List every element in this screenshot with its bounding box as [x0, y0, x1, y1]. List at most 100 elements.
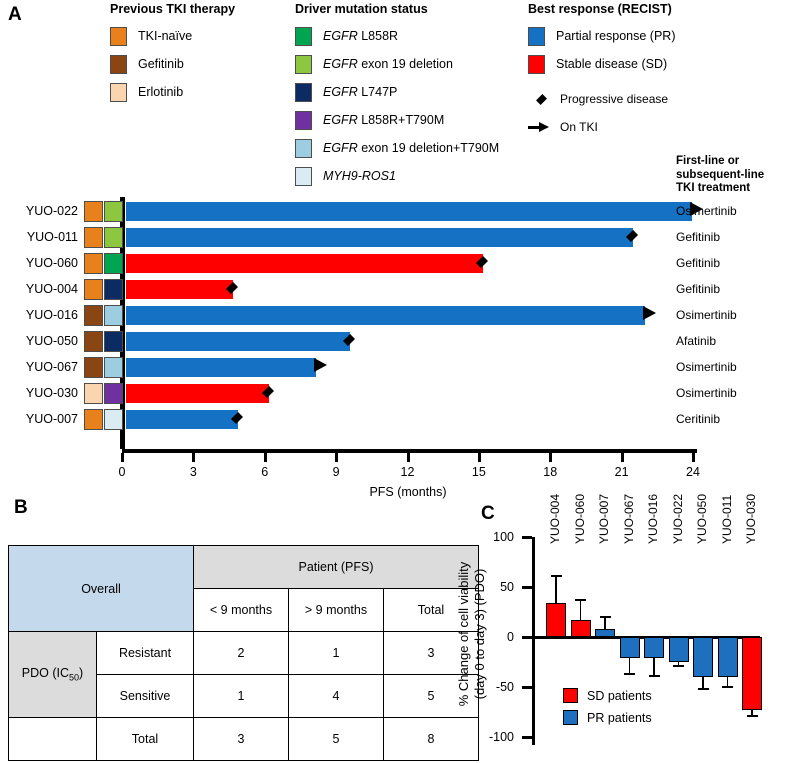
chart-category-label: YUO-007 [597, 493, 611, 544]
contingency-table-wrap: Overall Patient (PFS) < 9 months > 9 mon… [8, 545, 479, 761]
error-bar-cap [599, 616, 611, 618]
error-bar-cap [648, 675, 660, 677]
driver-mutation-swatch [104, 409, 123, 430]
legend-item-label: Gefitinib [138, 57, 184, 71]
x-tick-label: 24 [686, 465, 700, 479]
tki-treatment-label: Osimertinib [676, 386, 737, 400]
patient-id-label: YUO-030 [25, 386, 78, 400]
table-cell-2-2: 8 [383, 717, 479, 761]
color-swatch [295, 110, 312, 130]
table-cell-blank [8, 717, 97, 761]
error-bar [751, 710, 753, 715]
driver-mutation-swatch [104, 279, 123, 300]
legend-marker: On TKI [528, 117, 676, 137]
legend-marker: Progressive disease [528, 89, 676, 109]
table-cell-group-header: Patient (PFS) [193, 545, 479, 589]
previous-tki-swatch [84, 383, 103, 404]
patient-id-label: YUO-016 [25, 308, 78, 322]
x-tick-label: 18 [543, 465, 558, 479]
arrow-right-icon [528, 122, 550, 132]
legend-item-label: Erlotinib [138, 85, 184, 99]
driver-mutation-swatch [104, 383, 123, 404]
pfs-bar [126, 384, 269, 403]
x-tick-label: 3 [189, 465, 197, 479]
y-label-line-1: % Change of cell viability [456, 561, 471, 707]
table-row: Total 3 5 8 [8, 717, 479, 761]
tki-treatment-label: Afatinib [676, 334, 717, 348]
on-tki-arrow-icon [314, 358, 328, 372]
color-swatch [528, 26, 545, 46]
x-tick [335, 453, 339, 462]
pfs-bar [126, 332, 350, 351]
previous-tki-swatch [84, 253, 103, 274]
table-col-header-1: > 9 months [288, 588, 384, 632]
table-row: Sensitive 1 4 5 [9, 674, 479, 718]
chart-category-label: YUO-011 [719, 494, 734, 544]
patient-id-label: YUO-007 [25, 412, 78, 426]
legend-marker-label: Progressive disease [560, 92, 669, 106]
patient-id-label: YUO-022 [25, 204, 78, 218]
previous-tki-swatch [84, 279, 103, 300]
chart-legend-item: SD patients [563, 688, 652, 703]
legend-markers: Progressive disease On TKI [528, 89, 676, 137]
pfs-bar [126, 280, 234, 299]
legend-item-driver: EGFR L858R+T790M [295, 109, 499, 131]
table-cell-1-0: 1 [193, 674, 289, 718]
table-cell-0-2: 3 [383, 631, 479, 675]
legend-item-driver: EGFR L858R [295, 25, 499, 47]
chart-bar [546, 603, 566, 637]
legend-item-label: EGFR L747P [323, 85, 398, 99]
tki-treatment-label: Gefitinib [676, 230, 721, 244]
error-bar-cap [673, 665, 684, 667]
tki-treatment-label: Gefitinib [676, 282, 721, 296]
y-tick [522, 736, 532, 739]
table-cell-0-1: 1 [288, 631, 384, 675]
color-swatch [295, 138, 312, 158]
y-tick-label: 0 [507, 630, 514, 644]
patient-id-label: YUO-050 [25, 334, 78, 348]
table-col-header-0: < 9 months [193, 588, 289, 632]
error-bar [653, 658, 655, 675]
error-bar-cap [746, 715, 758, 717]
legend-previous-tki-title: Previous TKI therapy [110, 2, 236, 16]
chart-bar [619, 637, 640, 658]
legend-item-response: Partial response (PR) [528, 25, 676, 47]
color-swatch [295, 26, 312, 46]
legend-item-label: MYH9-ROS1 [323, 169, 396, 183]
driver-mutation-swatch [104, 357, 123, 378]
chart-bar [717, 637, 738, 677]
chart-category-label: YUO-067 [621, 493, 636, 544]
legend-item-prev-tki: Erlotinib [110, 81, 235, 103]
legend-item-label: EGFR exon 19 deletion+T790M [323, 141, 500, 155]
color-swatch [295, 54, 312, 74]
error-bar [726, 677, 729, 686]
x-tick [620, 453, 624, 462]
x-tick-label: 9 [332, 465, 340, 479]
panel-letter-a: A [8, 4, 22, 25]
chart-category-label: YUO-060 [572, 493, 587, 544]
table-col-header-2: Total [383, 588, 479, 632]
legend-best-response-title: Best response (RECIST) [528, 2, 672, 16]
color-swatch [295, 166, 312, 186]
error-bar-cap [697, 688, 709, 690]
contingency-table: Overall Patient (PFS) < 9 months > 9 mon… [8, 545, 479, 761]
x-tick [549, 453, 553, 462]
previous-tki-swatch [84, 357, 103, 378]
driver-mutation-swatch [104, 201, 123, 222]
y-tick-label: -100 [488, 730, 514, 744]
legend-label: SD patients [587, 688, 652, 703]
table-cell-2-0: 3 [193, 717, 289, 761]
driver-mutation-swatch [104, 331, 123, 352]
row-group-subscript: 50 [69, 672, 80, 683]
x-tick [263, 453, 267, 462]
tki-treatment-label: Gefitinib [676, 256, 721, 270]
legend-item-label: EGFR L858R+T790M [323, 113, 445, 127]
